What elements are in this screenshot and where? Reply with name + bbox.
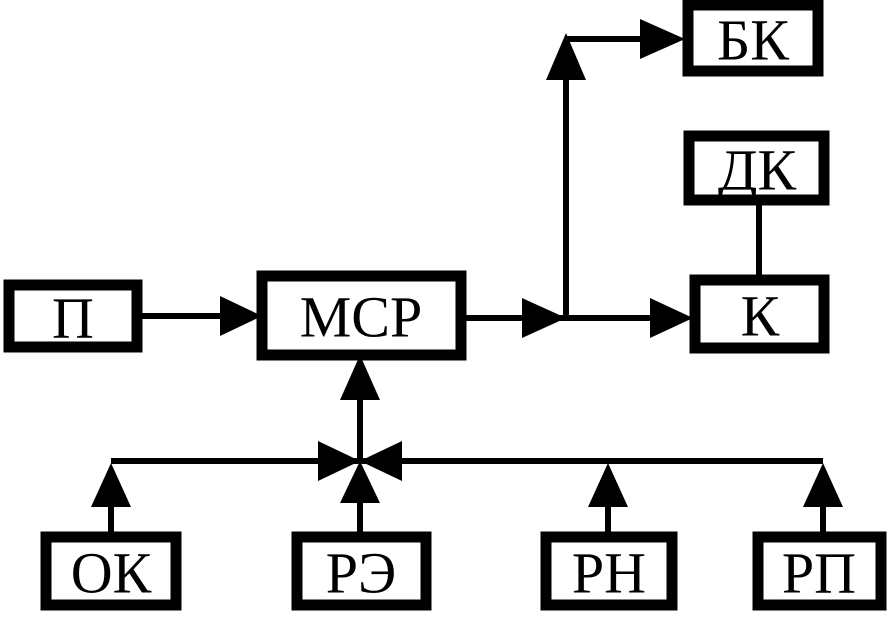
node-re: РЭ	[291, 531, 432, 611]
node-p-label: П	[52, 286, 94, 351]
arrow-bus-from-right	[360, 441, 402, 481]
arrow-up-rn	[588, 463, 628, 507]
arrow-bus-from-left	[318, 441, 360, 481]
node-msr-label: МСР	[300, 285, 423, 350]
node-bk: БК	[682, 0, 824, 77]
node-msr: МСР	[256, 270, 467, 361]
node-re-label: РЭ	[326, 541, 397, 606]
node-k-label: К	[741, 284, 780, 349]
node-rp: РП	[752, 531, 887, 611]
node-ok-label: ОК	[71, 541, 152, 606]
node-rn-label: РН	[572, 541, 646, 606]
arrow-into-k	[650, 298, 693, 338]
arrow-up-vertical	[546, 33, 586, 80]
arrow-up-ok	[91, 463, 131, 507]
arrow-into-bk	[640, 19, 685, 59]
node-dk-label: ДК	[718, 138, 797, 203]
node-bk-label: БК	[717, 8, 789, 73]
arrow-into-msr	[220, 296, 262, 336]
node-rn: РН	[540, 531, 678, 611]
arrow-up-rp	[803, 463, 843, 507]
arrowheads	[91, 19, 843, 507]
node-dk: ДК	[683, 130, 830, 206]
arrow-bus-from-below	[340, 461, 380, 503]
node-ok: ОК	[40, 531, 182, 611]
arrow-up-into-msr	[340, 355, 380, 400]
node-rp-label: РП	[782, 541, 856, 606]
arrow-to-junction	[522, 298, 566, 338]
node-p: П	[3, 279, 143, 353]
node-k: К	[689, 274, 830, 354]
